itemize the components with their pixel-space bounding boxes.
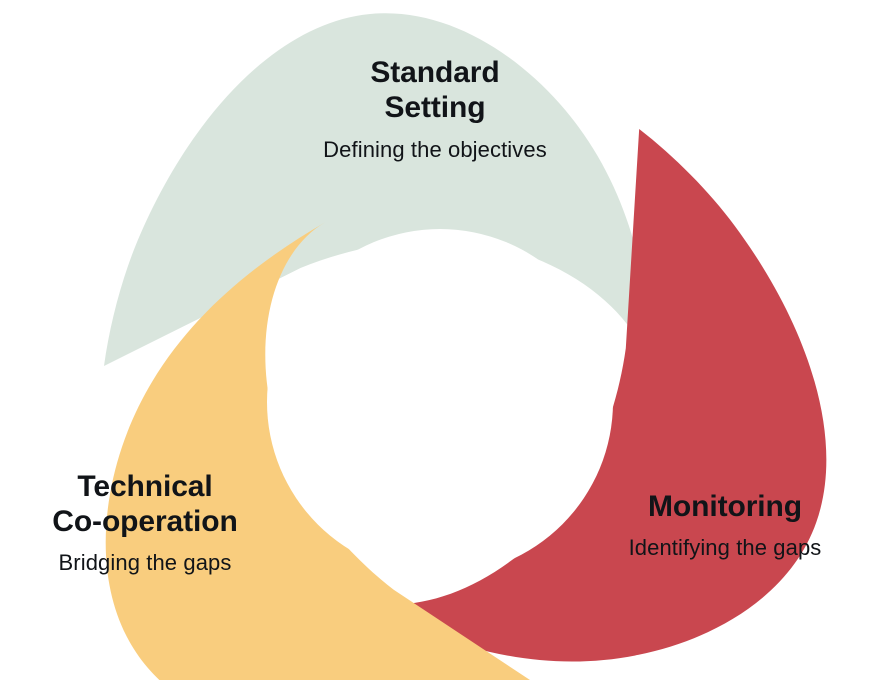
segment-label-technical-cooperation: Technical Co-operation Bridging the gaps (0, 470, 290, 575)
segment-title-monitoring: Monitoring (648, 490, 802, 523)
segment-subtitle-technical-cooperation: Bridging the gaps (58, 549, 232, 575)
segment-label-standard-setting: Standard Setting Defining the objectives (235, 56, 635, 162)
segment-subtitle-monitoring: Identifying the gaps (628, 534, 822, 560)
segment-title-standard-setting: Standard Setting (370, 56, 500, 124)
segment-subtitle-standard-setting: Defining the objectives (323, 136, 547, 162)
segment-title-technical-cooperation: Technical Co-operation (52, 470, 238, 538)
segment-label-monitoring: Monitoring Identifying the gaps (580, 490, 870, 560)
center-hub (267, 229, 613, 575)
